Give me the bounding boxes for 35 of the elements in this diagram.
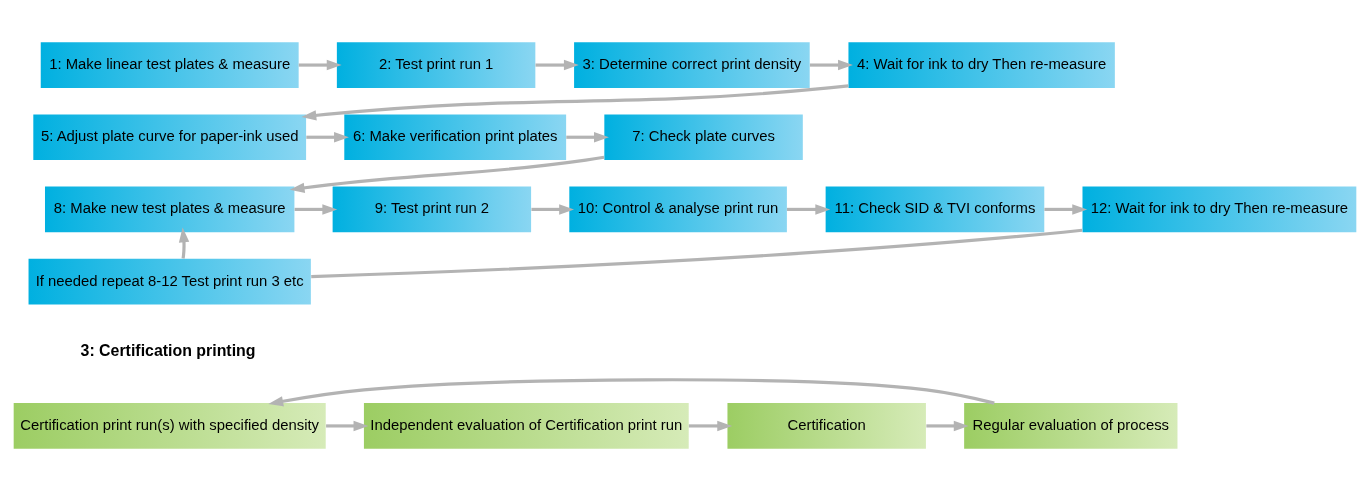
node-box: 2: Test print run 1 (336, 41, 536, 88)
arrow (531, 203, 575, 215)
node-box: 5: Adjust plate curve for paper-ink used (33, 113, 307, 160)
node-box: 8: Make new test plates & measure (45, 186, 295, 232)
arrow (301, 83, 849, 121)
arrow (1044, 203, 1088, 215)
node-box: 10: Control & analyse print run (569, 186, 787, 232)
arrow (298, 59, 342, 70)
node-box: 6: Make verification print plates (344, 113, 567, 160)
connector (311, 228, 1083, 278)
node-box: 7: Check plate curves (604, 113, 803, 160)
arrow (268, 377, 995, 406)
node-box: Independent evaluation of Certification print run (363, 402, 689, 449)
label: 3: Certification printing (80, 341, 256, 359)
arrow (289, 155, 605, 193)
node-box: Certification print run(s) with specified density (13, 402, 326, 449)
node-box: Regular evaluation of process (964, 402, 1178, 449)
node-box: 11: Check SID & TVI conforms (825, 186, 1045, 232)
node-box: 9: Test print run 2 (332, 186, 532, 232)
arrow (178, 226, 190, 259)
node-box: If needed repeat 8-12 Test print run 3 etc (28, 258, 311, 304)
arrow (566, 131, 609, 142)
arrow (809, 59, 853, 70)
node-box: 4: Wait for ink to dry Then re-measure (848, 41, 1115, 88)
node-box: 3: Determine correct print density (574, 41, 810, 88)
node-box: 12: Wait for ink to dry Then re-measure (1082, 186, 1357, 232)
arrow (926, 420, 969, 431)
arrow (326, 420, 369, 431)
arrow (306, 131, 349, 142)
arrow (294, 203, 338, 215)
node-box: Certification (727, 402, 926, 449)
arrow (688, 420, 733, 431)
arrow (535, 59, 579, 70)
arrow (786, 203, 831, 215)
node-box: 1: Make linear test plates & measure (40, 41, 299, 88)
